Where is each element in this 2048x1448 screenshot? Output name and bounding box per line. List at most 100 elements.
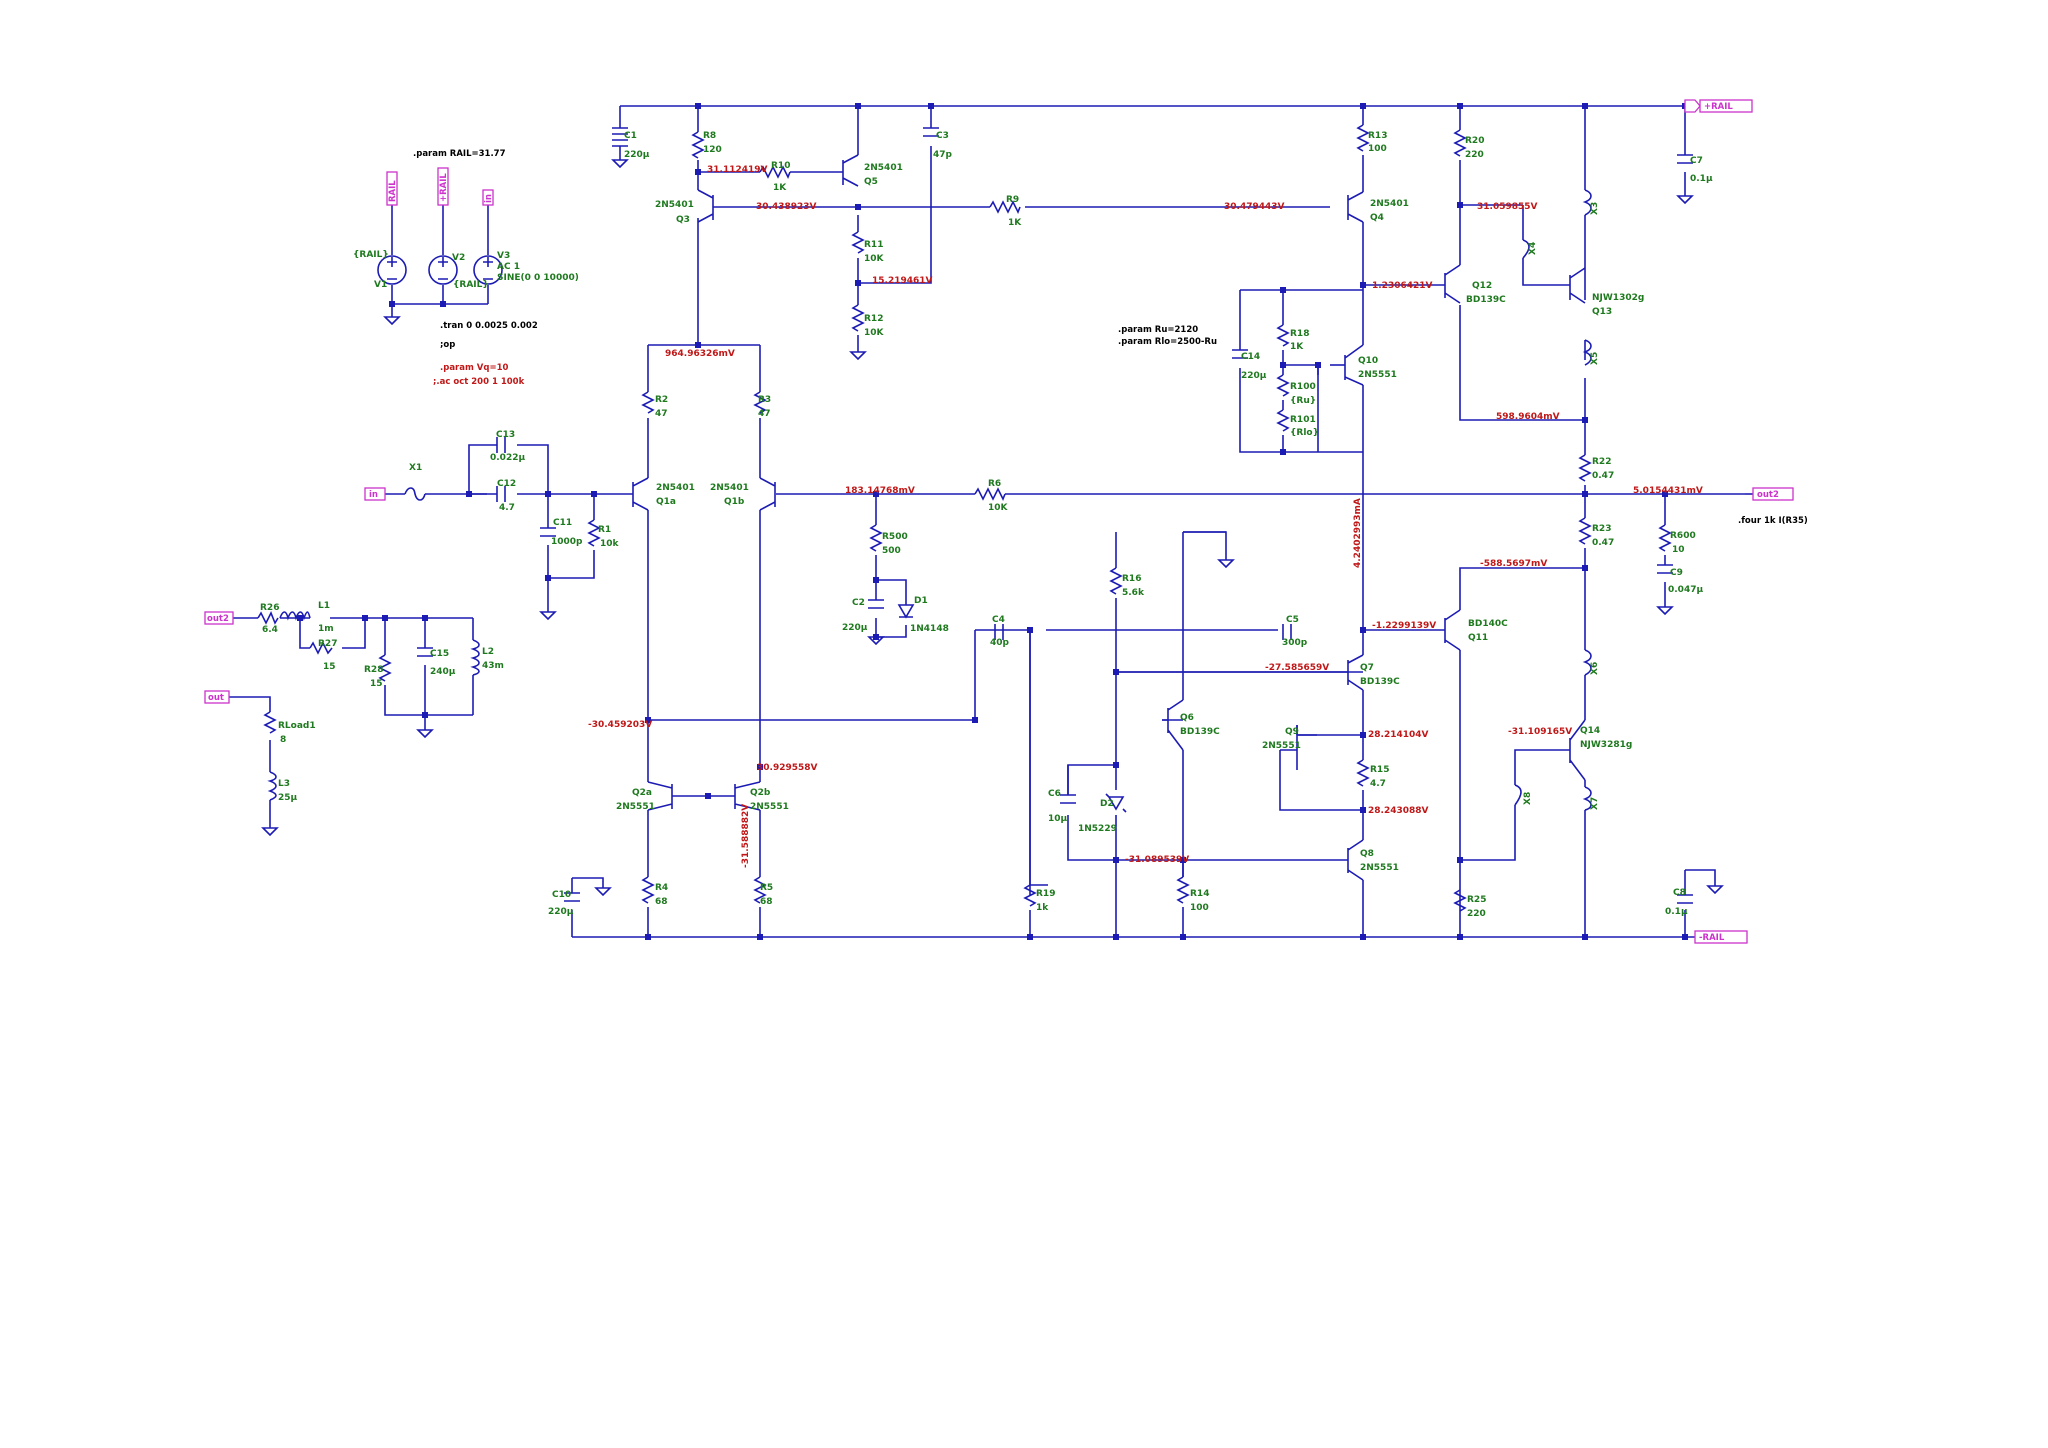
svg-text:31.059855V: 31.059855V (1477, 202, 1538, 212)
svg-text:V1: V1 (374, 280, 387, 290)
net-flag-in: in (364, 487, 386, 501)
svg-text:C5: C5 (1286, 615, 1299, 625)
svg-text:Q9: Q9 (1285, 727, 1299, 737)
net-flag-out: out (204, 690, 230, 704)
svg-text:.param Ru=2120: .param Ru=2120 (1118, 325, 1198, 335)
svg-text:X7: X7 (1590, 797, 1600, 810)
svg-text:1N4148: 1N4148 (910, 624, 949, 634)
svg-text:C6: C6 (1048, 789, 1061, 799)
svg-text:43m: 43m (482, 661, 504, 671)
svg-text:4.2402993mA: 4.2402993mA (1353, 498, 1363, 568)
inductors-and-fuses (267, 189, 1592, 811)
svg-text:2N5401: 2N5401 (710, 483, 749, 493)
svg-text:.param RAIL=31.77: .param RAIL=31.77 (413, 149, 506, 159)
svg-text:R10: R10 (771, 161, 790, 171)
svg-text:{Rlo}: {Rlo} (1290, 428, 1319, 438)
svg-text:V3: V3 (497, 251, 510, 261)
svg-text:R27: R27 (318, 639, 337, 649)
spice-directives: .param RAIL=31.77 .tran 0 0.0025 0.002 ;… (413, 149, 1808, 526)
svg-text:out: out (208, 693, 224, 703)
svg-text:40p: 40p (990, 638, 1010, 648)
svg-text:47p: 47p (933, 150, 953, 160)
svg-text:220µ: 220µ (548, 907, 574, 917)
svg-text:R12: R12 (864, 314, 883, 324)
ground-symbols (262, 159, 1723, 896)
svg-text:Q2b: Q2b (750, 788, 771, 798)
svg-text:C4: C4 (992, 615, 1005, 625)
svg-text:out2: out2 (207, 614, 229, 624)
svg-text:SINE(0 0 10000): SINE(0 0 10000) (497, 273, 579, 283)
svg-text:C9: C9 (1670, 568, 1683, 578)
svg-text:0.047µ: 0.047µ (1668, 585, 1703, 595)
svg-text:AC 1: AC 1 (497, 262, 520, 272)
svg-text:-27.585659V: -27.585659V (1265, 663, 1329, 673)
svg-text:R5: R5 (760, 883, 773, 893)
svg-text:C11: C11 (553, 518, 572, 528)
svg-text:{RAIL}: {RAIL} (353, 250, 389, 260)
svg-text:5.6k: 5.6k (1122, 588, 1145, 598)
svg-text:X4: X4 (1528, 242, 1538, 255)
svg-text:Q14: Q14 (1580, 726, 1600, 736)
svg-text:R101: R101 (1290, 415, 1316, 425)
svg-text:240µ: 240µ (430, 667, 456, 677)
svg-text:Q13: Q13 (1592, 307, 1612, 317)
svg-text:{Ru}: {Ru} (1290, 396, 1316, 406)
svg-text:R6: R6 (988, 479, 1001, 489)
svg-text:1.2306421V: 1.2306421V (1372, 281, 1433, 291)
svg-text:15: 15 (370, 679, 383, 689)
svg-text:X5: X5 (1590, 352, 1600, 365)
svg-text:68: 68 (760, 897, 773, 907)
svg-text:C1: C1 (624, 131, 637, 141)
svg-text:1000p: 1000p (551, 537, 583, 547)
svg-text:in: in (369, 490, 378, 500)
svg-text:L1: L1 (318, 601, 330, 611)
svg-text:Q8: Q8 (1360, 849, 1374, 859)
svg-text:-31.089539V: -31.089539V (1125, 855, 1189, 865)
svg-text:Q1a: Q1a (656, 497, 676, 507)
svg-text:1K: 1K (1008, 218, 1022, 228)
svg-text:15: 15 (323, 662, 336, 672)
svg-text:2N5401: 2N5401 (655, 200, 694, 210)
svg-text:C10: C10 (552, 890, 571, 900)
net-flag-plus-rail-v2: +RAIL (437, 167, 449, 206)
svg-text:R18: R18 (1290, 329, 1309, 339)
svg-text:25µ: 25µ (278, 793, 298, 803)
svg-text:Q1b: Q1b (724, 497, 745, 507)
svg-text:;op: ;op (440, 340, 455, 350)
svg-text:R11: R11 (864, 240, 883, 250)
svg-text:220µ: 220µ (1241, 371, 1267, 381)
svg-text:BD139C: BD139C (1360, 677, 1400, 687)
svg-text:Q10: Q10 (1358, 356, 1378, 366)
svg-text:D2: D2 (1100, 799, 1114, 809)
net-flag-out2-load: out2 (204, 611, 234, 625)
svg-text:.param Vq=10: .param Vq=10 (440, 363, 508, 373)
svg-text:R26: R26 (260, 603, 279, 613)
svg-text:R2: R2 (655, 395, 668, 405)
svg-text:.param Rlo=2500-Ru: .param Rlo=2500-Ru (1118, 337, 1217, 347)
svg-text:0.1µ: 0.1µ (1690, 174, 1713, 184)
source-labels: {RAIL} V1 V2 {RAIL} V3 AC 1 SINE(0 0 100… (353, 250, 579, 290)
svg-text:47: 47 (655, 409, 668, 419)
svg-text:-30.459203V: -30.459203V (588, 720, 652, 730)
svg-text:220µ: 220µ (624, 150, 650, 160)
svg-text:6.4: 6.4 (262, 625, 278, 635)
svg-text:4.7: 4.7 (1370, 779, 1386, 789)
svg-text:300p: 300p (1282, 638, 1308, 648)
svg-text:220: 220 (1465, 150, 1484, 160)
svg-text:R600: R600 (1670, 531, 1696, 541)
svg-text:R23: R23 (1592, 524, 1611, 534)
svg-text:X6: X6 (1590, 662, 1600, 675)
svg-text:500: 500 (882, 546, 901, 556)
svg-text:R20: R20 (1465, 136, 1484, 146)
junction-dots (297, 103, 1688, 940)
svg-text:47: 47 (758, 409, 771, 419)
svg-text:0.022µ: 0.022µ (490, 453, 525, 463)
svg-text:L2: L2 (482, 647, 494, 657)
svg-text:R28: R28 (364, 665, 383, 675)
svg-text:1K: 1K (1290, 342, 1304, 352)
svg-text:220µ: 220µ (842, 623, 868, 633)
svg-text:C12: C12 (497, 479, 516, 489)
svg-text:2N5551: 2N5551 (616, 802, 655, 812)
svg-text:.four 1k I(R35): .four 1k I(R35) (1738, 516, 1808, 526)
